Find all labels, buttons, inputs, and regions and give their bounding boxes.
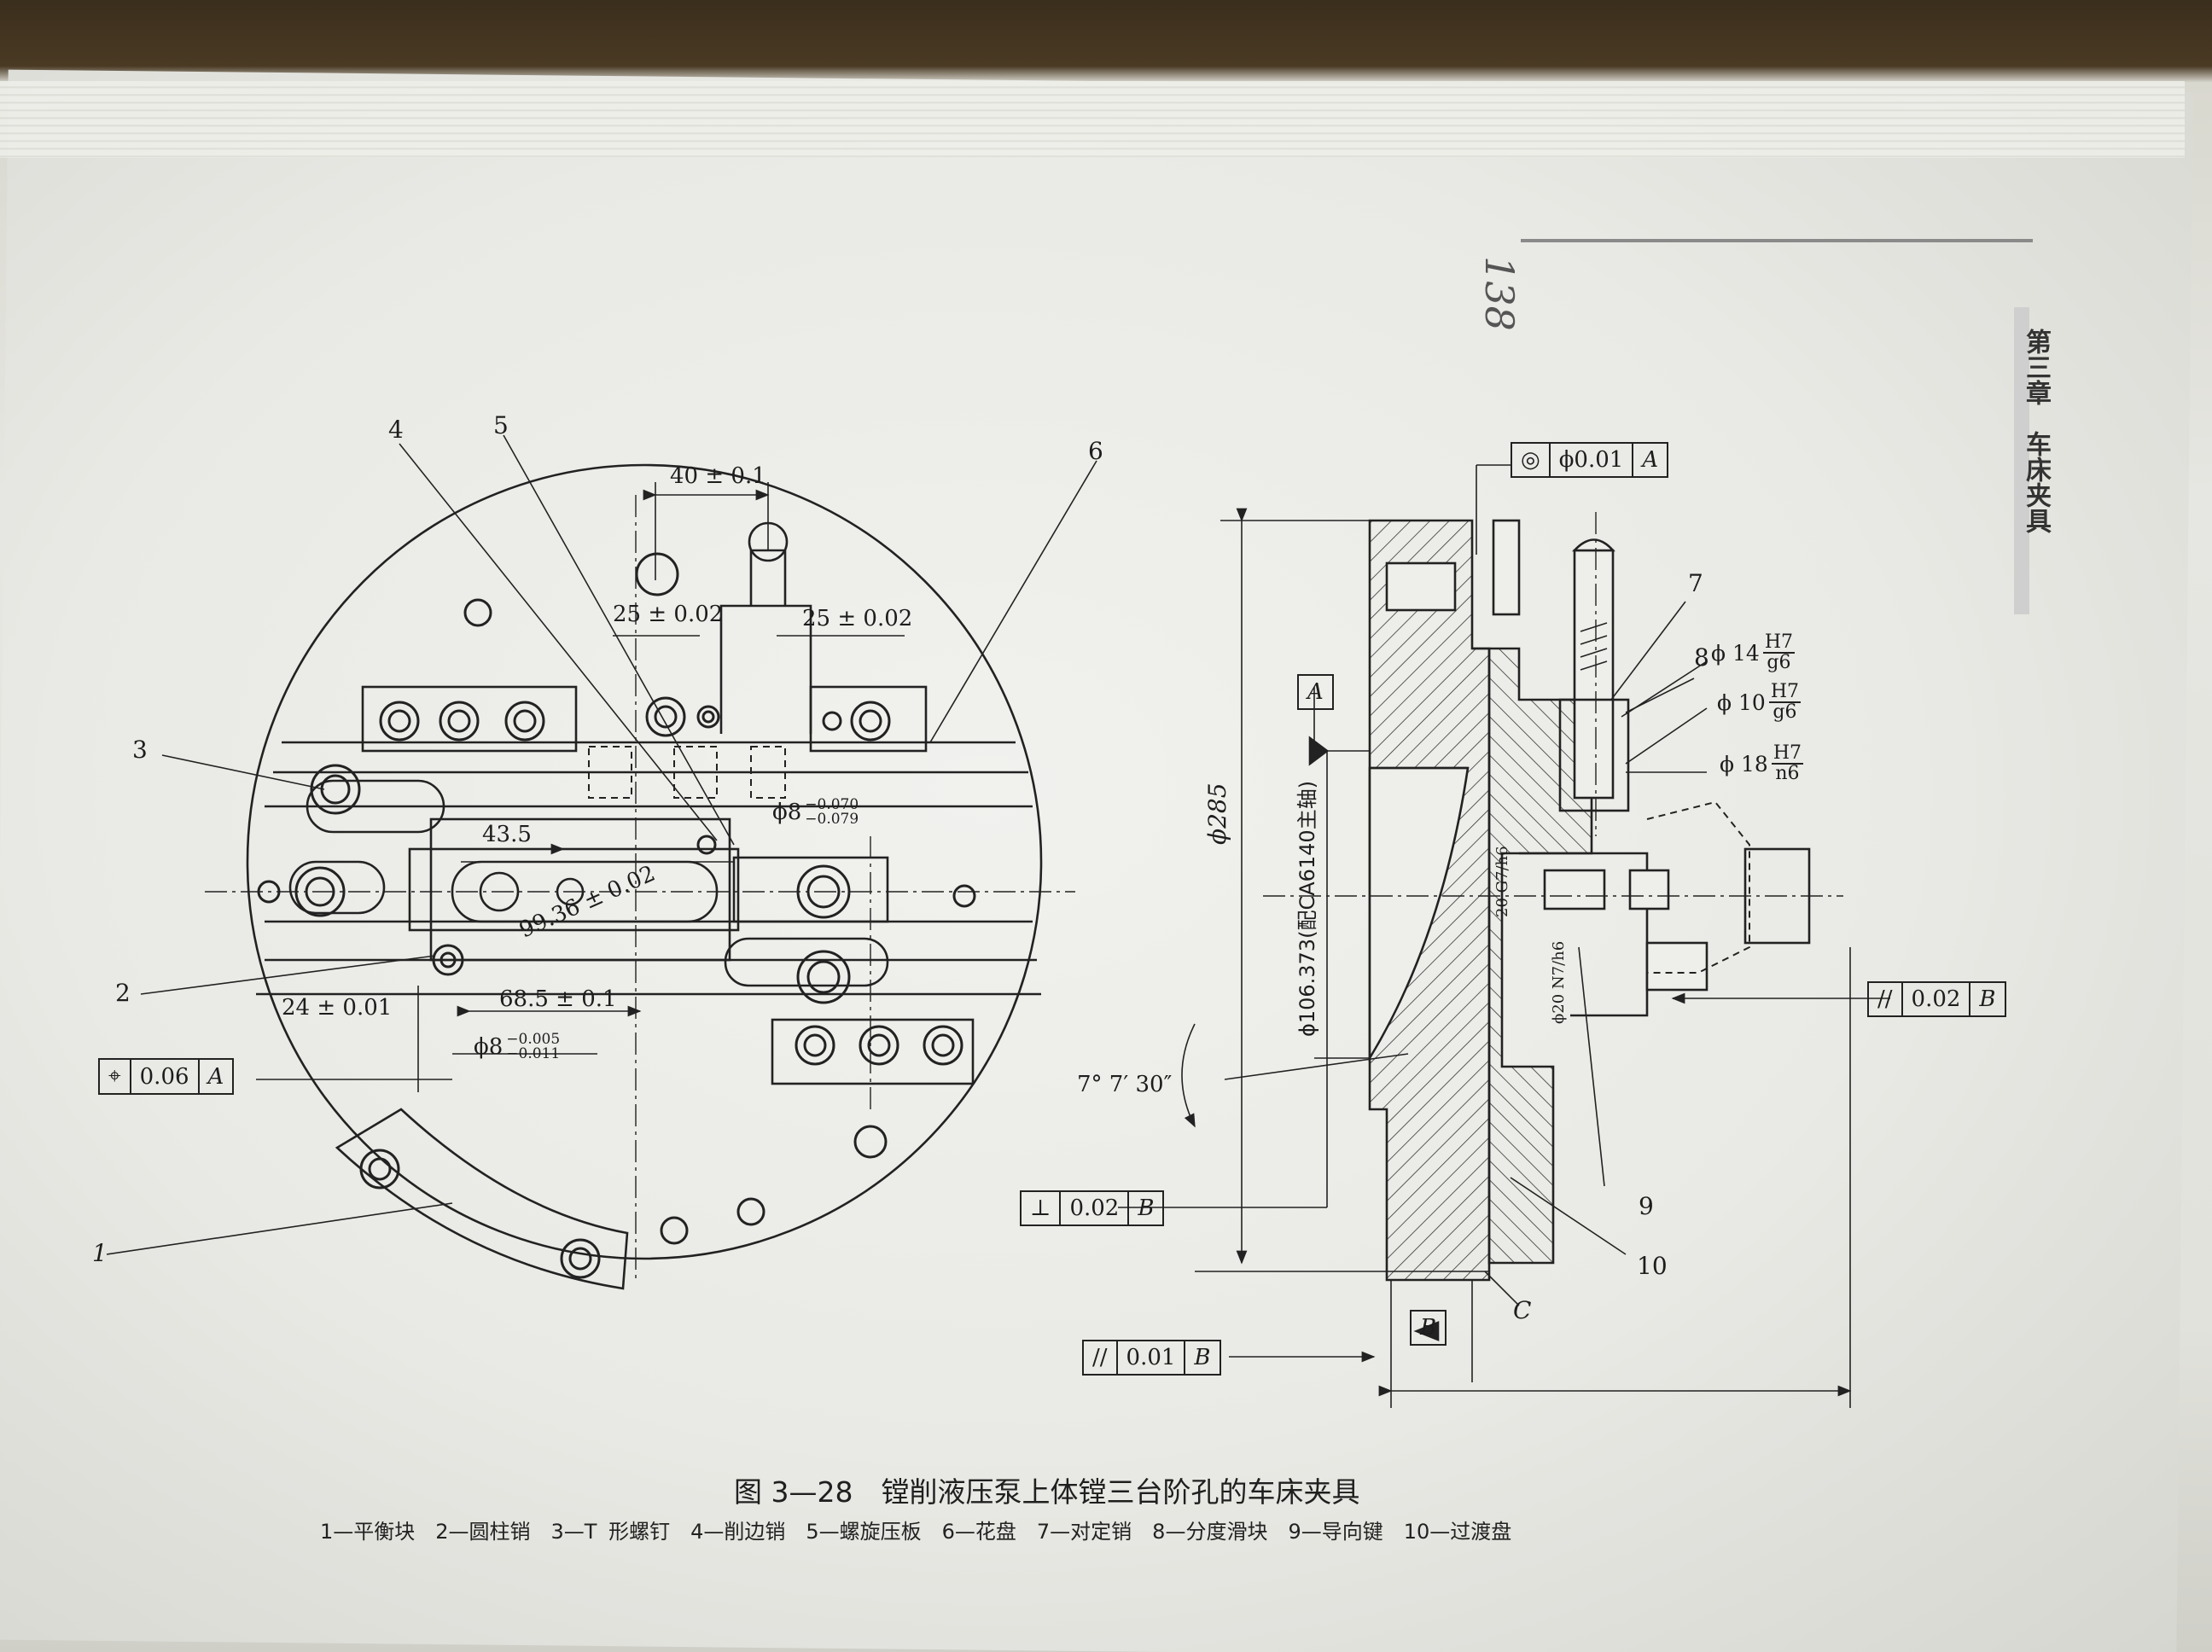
fit-phi14-d: ϕ 14 bbox=[1711, 640, 1760, 666]
fit-phi18-num: H7 bbox=[1771, 742, 1803, 765]
callout-2: 2 bbox=[115, 979, 131, 1007]
phi8-bottom-lower: −0.011 bbox=[506, 1045, 561, 1062]
fit-phi20: ϕ20 N7/h6 bbox=[1550, 940, 1568, 1024]
clamp-bar-bottom bbox=[771, 1018, 975, 1085]
callout-7: 7 bbox=[1688, 569, 1703, 597]
fit-phi10-d: ϕ 10 bbox=[1717, 689, 1766, 715]
tol-perp-value: 0.02 bbox=[1061, 1192, 1130, 1224]
dim-25b: 25 ± 0.02 bbox=[802, 606, 913, 631]
tol-perp-frame: ⊥ 0.02 B bbox=[1020, 1190, 1165, 1226]
running-head: 第三章 车床夹具 bbox=[2021, 329, 2051, 533]
datum-b-box: B bbox=[1410, 1310, 1447, 1346]
tol-position-frame: ⌖ 0.06 A bbox=[98, 1058, 235, 1095]
dim-40: 40 ± 0.1 bbox=[670, 463, 766, 489]
page-edges bbox=[0, 81, 2185, 158]
phi8-top-tol: −0.070 −0.079 bbox=[805, 798, 859, 827]
key-block bbox=[719, 604, 812, 734]
phi8-top-lower: −0.079 bbox=[805, 811, 859, 828]
dim-phi285: ϕ285 bbox=[1203, 782, 1231, 845]
fit-phi18-d: ϕ 18 bbox=[1720, 751, 1768, 777]
running-head-rule bbox=[1521, 239, 2033, 614]
front-view bbox=[106, 434, 1097, 1290]
label-c: C bbox=[1513, 1296, 1532, 1324]
figure-caption: 图 3—28 镗削液压泵上体镗三台阶孔的车床夹具 bbox=[734, 1475, 1360, 1509]
dim-68-5: 68.5 ± 0.1 bbox=[499, 986, 617, 1012]
tol-position-value: 0.06 bbox=[131, 1060, 200, 1093]
datum-b-letter: B bbox=[1420, 1315, 1437, 1341]
callout-1: 1 bbox=[92, 1239, 108, 1267]
parallel-2-symbol-icon: // bbox=[1084, 1341, 1118, 1374]
clamp-bar-top bbox=[361, 685, 578, 753]
tol-parallel-2-frame: // 0.01 B bbox=[1082, 1340, 1221, 1376]
faceplate-outline bbox=[246, 463, 1043, 1260]
concentric-symbol-icon: ◎ bbox=[1512, 444, 1551, 476]
dim-phi106: ϕ106.373(配CA6140主轴) bbox=[1295, 780, 1319, 1037]
callout-10: 10 bbox=[1637, 1252, 1668, 1280]
tol-parallel-1-frame: // 0.02 B bbox=[1867, 981, 2006, 1017]
position-symbol-icon: ⌖ bbox=[100, 1060, 131, 1093]
tol-concentric-frame: ◎ ϕ0.01 A bbox=[1511, 442, 1669, 478]
fit-phi14-num: H7 bbox=[1762, 631, 1795, 654]
adapter-section bbox=[1472, 647, 1593, 1265]
figure-legend: 1—平衡块 2—圆柱销 3—T 形螺钉 4—削边销 5—螺旋压板 6—花盘 7—… bbox=[320, 1520, 1512, 1544]
angle-label: 7° 7′ 30″ bbox=[1077, 1072, 1173, 1097]
dim-43-5: 43.5 bbox=[482, 822, 532, 847]
tol-parallel-2-value: 0.01 bbox=[1118, 1341, 1186, 1374]
tol-parallel-2-datum: B bbox=[1194, 1345, 1211, 1370]
fit-phi10-den: g6 bbox=[1773, 701, 1797, 723]
datum-a-letter: A bbox=[1307, 679, 1324, 705]
perpendicular-symbol-icon: ⊥ bbox=[1022, 1192, 1062, 1224]
parallel-symbol-icon: // bbox=[1869, 983, 1903, 1015]
phi8-top-upper: −0.070 bbox=[805, 796, 859, 813]
tol-parallel-1-datum: B bbox=[1979, 986, 1996, 1012]
dim-phi8-bottom: ϕ8 −0.005 −0.011 bbox=[474, 1032, 560, 1062]
fit-phi14-den: g6 bbox=[1767, 652, 1791, 673]
callout-3: 3 bbox=[132, 736, 148, 764]
page-number: 138 bbox=[1476, 256, 1522, 331]
callout-6: 6 bbox=[1088, 437, 1103, 465]
indexing-plunger bbox=[1573, 549, 1615, 800]
dim-phi8-top: ϕ8 −0.070 −0.079 bbox=[772, 798, 859, 827]
datum-a-box: A bbox=[1297, 674, 1334, 710]
callout-8: 8 bbox=[1694, 643, 1709, 672]
tol-perp-datum: B bbox=[1138, 1195, 1155, 1221]
fit-20-g7: 20 G7/h6 bbox=[1493, 846, 1511, 917]
fit-phi10-num: H7 bbox=[1768, 681, 1801, 703]
tol-concentric-datum: A bbox=[1642, 447, 1659, 473]
tol-concentric-value: ϕ0.01 bbox=[1551, 444, 1634, 476]
fit-phi18-den: n6 bbox=[1775, 763, 1800, 784]
phi8-bottom-upper: −0.005 bbox=[506, 1031, 561, 1048]
callout-9: 9 bbox=[1639, 1192, 1654, 1220]
phi8-top-base: ϕ8 bbox=[772, 800, 802, 825]
phi8-bottom-tol: −0.005 −0.011 bbox=[506, 1032, 560, 1062]
tol-parallel-1-value: 0.02 bbox=[1903, 983, 1971, 1015]
workpiece-frame bbox=[429, 817, 731, 962]
callout-4: 4 bbox=[388, 416, 404, 444]
tol-position-datum: A bbox=[207, 1063, 224, 1090]
dim-24: 24 ± 0.01 bbox=[282, 995, 393, 1021]
phi8-bottom-base: ϕ8 bbox=[474, 1034, 504, 1060]
bolt-heads bbox=[257, 552, 976, 1279]
counterweight bbox=[335, 1108, 629, 1290]
dim-25a: 25 ± 0.02 bbox=[613, 602, 724, 627]
section-view bbox=[1118, 464, 1890, 1408]
callout-5: 5 bbox=[493, 411, 509, 439]
